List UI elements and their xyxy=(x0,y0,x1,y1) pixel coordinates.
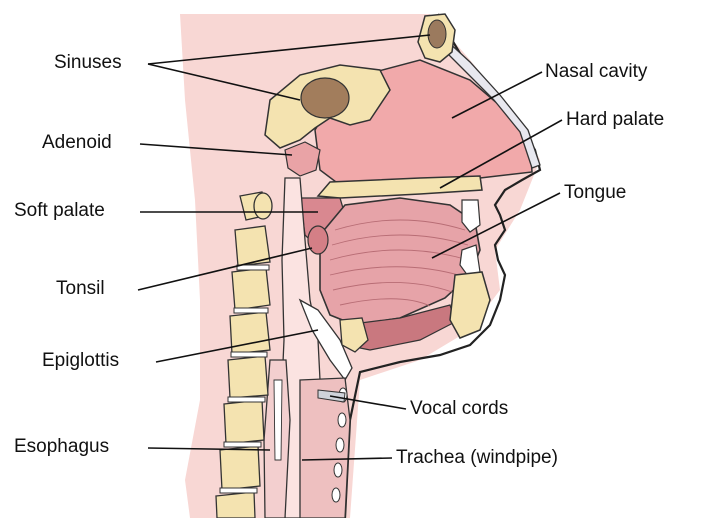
label-soft-palate: Soft palate xyxy=(14,200,105,222)
sphenoid-sinus-cavity xyxy=(301,78,349,118)
label-hard-palate: Hard palate xyxy=(566,109,664,131)
mandible-bone xyxy=(450,272,490,338)
label-nasal-cavity: Nasal cavity xyxy=(545,61,647,83)
label-vocal-cords: Vocal cords xyxy=(410,398,508,420)
esophagus-lumen xyxy=(274,380,282,460)
label-tongue: Tongue xyxy=(564,182,626,204)
label-epiglottis: Epiglottis xyxy=(42,350,119,372)
label-sinuses: Sinuses xyxy=(54,52,122,74)
label-adenoid: Adenoid xyxy=(42,132,112,154)
tonsil-tissue xyxy=(308,226,328,254)
label-esophagus: Esophagus xyxy=(14,436,109,458)
frontal-sinus-cavity xyxy=(428,20,446,48)
label-trachea: Trachea (windpipe) xyxy=(396,447,558,469)
label-tonsil: Tonsil xyxy=(56,278,105,300)
